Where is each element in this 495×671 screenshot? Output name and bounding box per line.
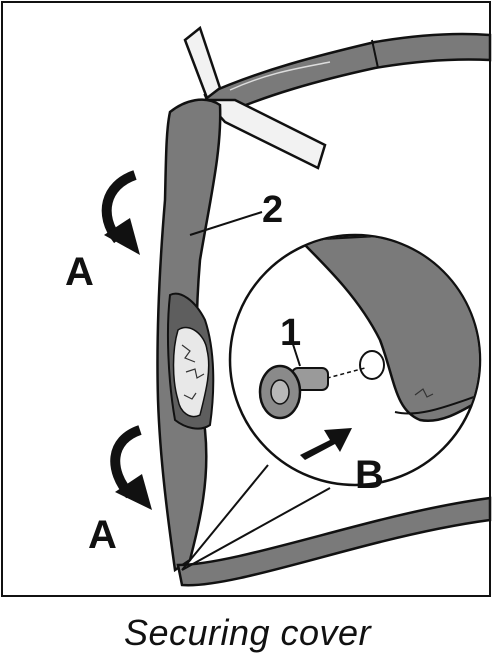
strap-lower bbox=[202, 98, 327, 170]
callout-line-1 bbox=[289, 334, 301, 367]
illustration-frame: 2 1 A A B bbox=[1, 1, 492, 597]
cover-seam bbox=[371, 39, 379, 69]
callout-1: 1 bbox=[280, 312, 301, 354]
strap-upper bbox=[183, 25, 222, 101]
cover-top-edge bbox=[203, 32, 492, 120]
securing-cover-illustration: 2 1 A A B bbox=[1, 1, 492, 597]
label-a-upper: A bbox=[65, 250, 94, 294]
detail-magnifier bbox=[228, 233, 482, 487]
fastener-clip bbox=[258, 364, 329, 420]
callout-2: 2 bbox=[262, 189, 283, 231]
cover-bottom-edge bbox=[176, 496, 492, 587]
magnifier-line-upper bbox=[181, 464, 269, 571]
label-a-lower: A bbox=[88, 513, 117, 557]
fastening-hole bbox=[359, 350, 385, 380]
magnifier-line-lower bbox=[181, 487, 331, 571]
callout-line-2 bbox=[189, 211, 263, 236]
figure-caption: Securing cover bbox=[123, 612, 372, 653]
arrow-b bbox=[300, 428, 352, 460]
foam-padding bbox=[172, 326, 210, 418]
label-b: B bbox=[355, 453, 384, 497]
